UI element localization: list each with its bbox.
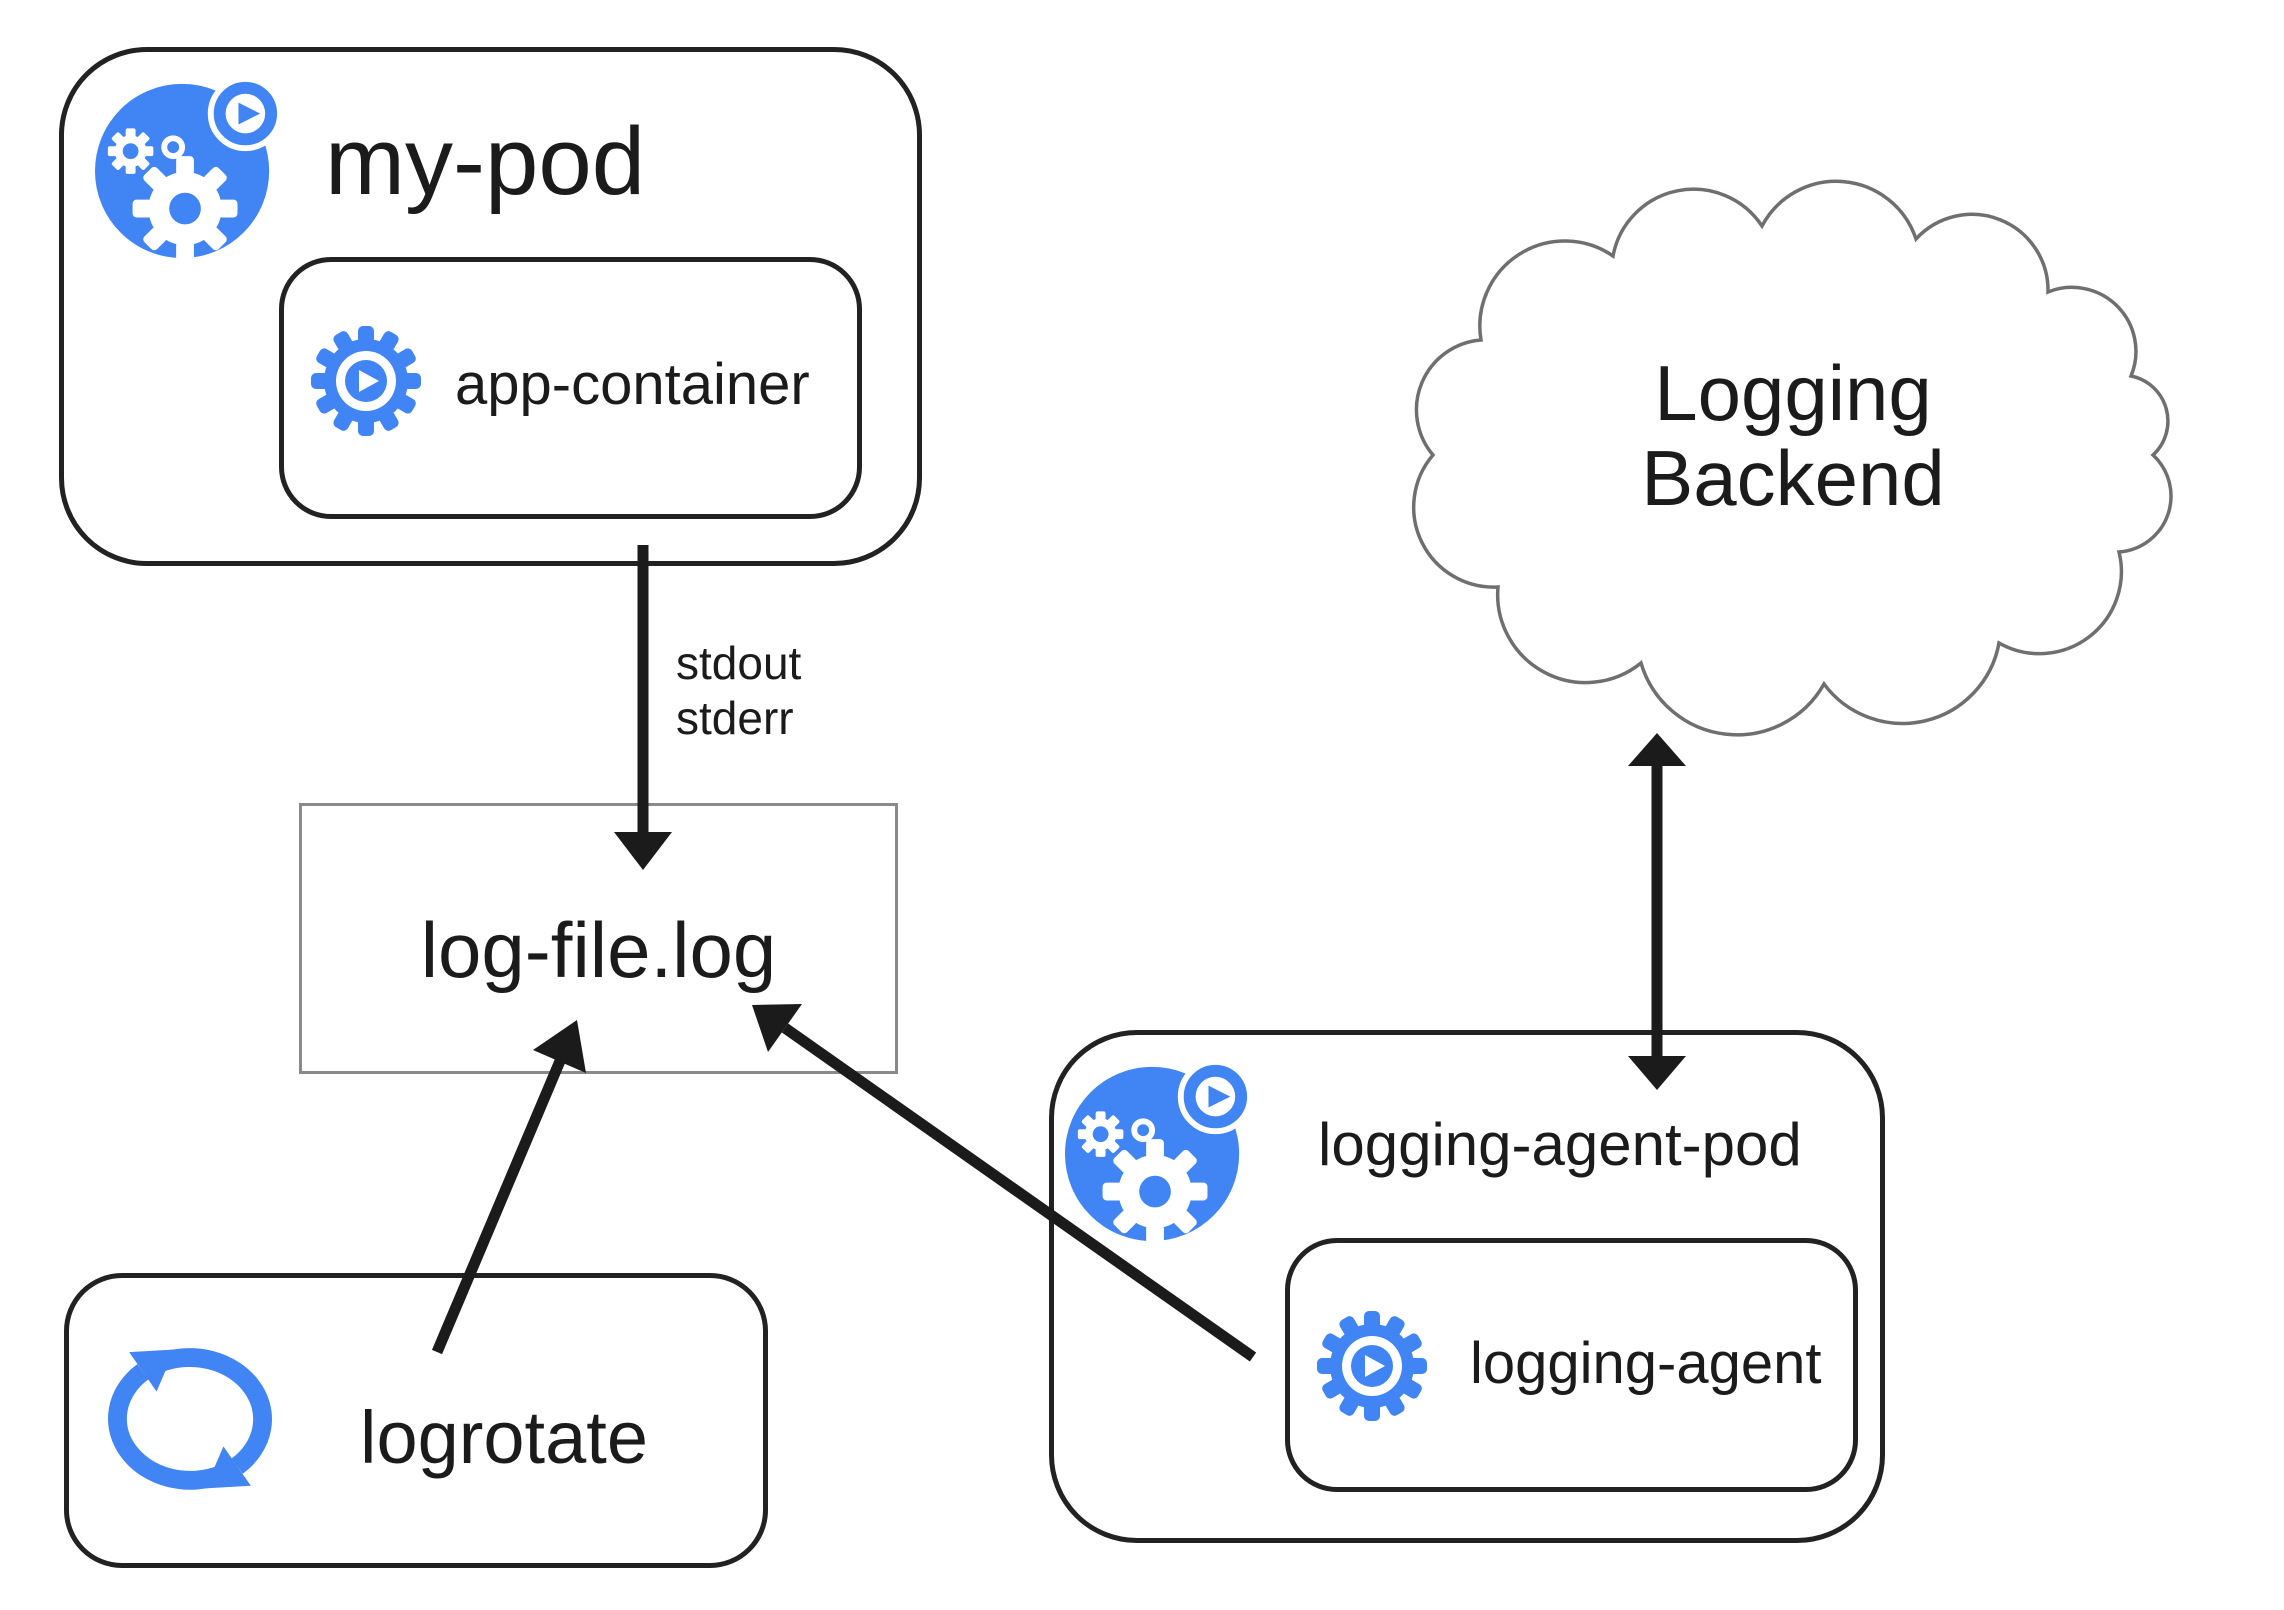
stdout-stderr-label: stdout stderr [676,636,801,746]
logging-backend-cloud [1353,155,2233,755]
logging-agent-pod-label: logging-agent-pod [1318,1111,1802,1178]
node-log-file [299,803,898,1074]
logrotate-cycle-icon [100,1340,280,1503]
app-container-label: app-container [455,352,810,417]
logrotate-label: logrotate [360,1396,648,1479]
stdout-label: stdout [676,637,802,689]
container-icon [310,325,422,437]
logging-backend-line2: Backend [1641,434,1945,522]
logging-agent-label: logging-agent [1470,1331,1822,1396]
node-logrotate [64,1273,768,1568]
log-file-label: log-file.log [420,906,777,994]
container-icon [1316,1310,1428,1422]
logging-backend-label: Logging Backend [1353,351,2233,521]
pod-icon [93,72,283,262]
logging-backend-line1: Logging [1654,349,1932,437]
stderr-label: stderr [676,692,794,744]
my-pod-label: my-pod [325,108,646,215]
pod-icon [1063,1055,1253,1245]
